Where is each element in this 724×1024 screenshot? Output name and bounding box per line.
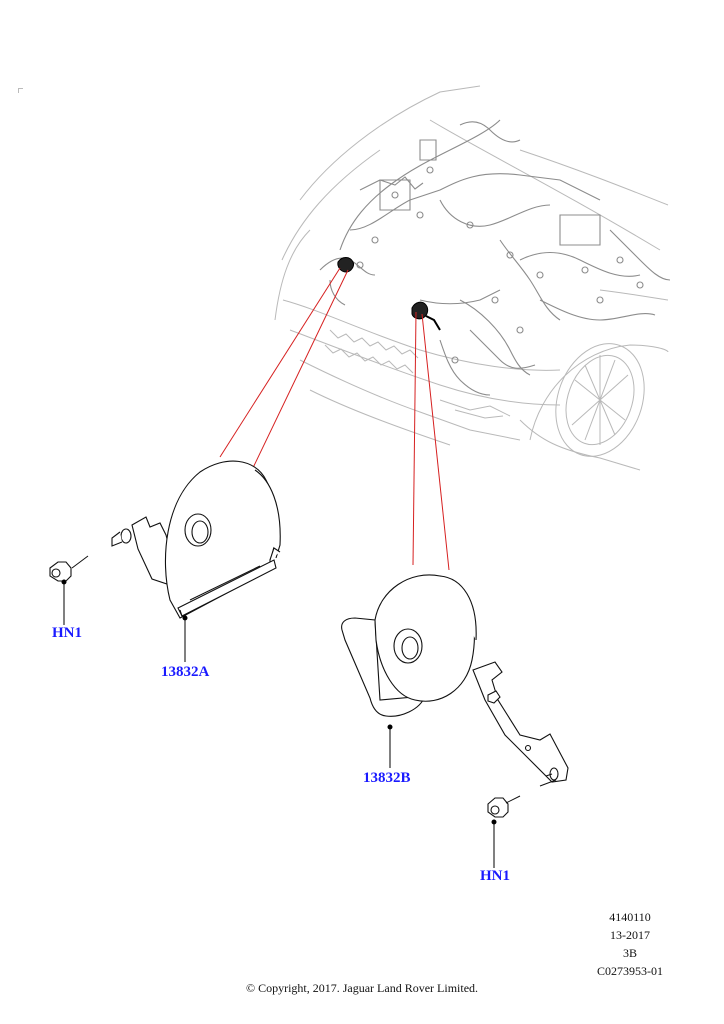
crop-mark bbox=[18, 88, 23, 93]
hn1-nut-right bbox=[487, 779, 557, 818]
hn1-nut-left bbox=[49, 555, 89, 582]
reference-code: 4140110 bbox=[609, 910, 651, 924]
callout-hn1-left[interactable]: HN1 bbox=[52, 625, 82, 641]
illustration-id: C0273953-01 bbox=[597, 964, 663, 978]
reference-revision: 3B bbox=[622, 946, 637, 960]
wiring-harness bbox=[319, 119, 671, 396]
vehicle-outline bbox=[274, 85, 669, 471]
horn-b-illustration bbox=[341, 574, 569, 783]
horn-location-markers bbox=[337, 257, 441, 331]
leader-lines bbox=[219, 267, 450, 571]
callout-13832b[interactable]: 13832B bbox=[363, 770, 411, 786]
horn-a-illustration bbox=[111, 460, 281, 619]
copyright-notice: © Copyright, 2017. Jaguar Land Rover Lim… bbox=[245, 981, 479, 995]
reference-date: 13-2017 bbox=[610, 928, 650, 942]
callout-hn1-right[interactable]: HN1 bbox=[480, 868, 510, 884]
callout-13832a[interactable]: 13832A bbox=[161, 664, 210, 680]
callout-leaders bbox=[61, 579, 497, 868]
